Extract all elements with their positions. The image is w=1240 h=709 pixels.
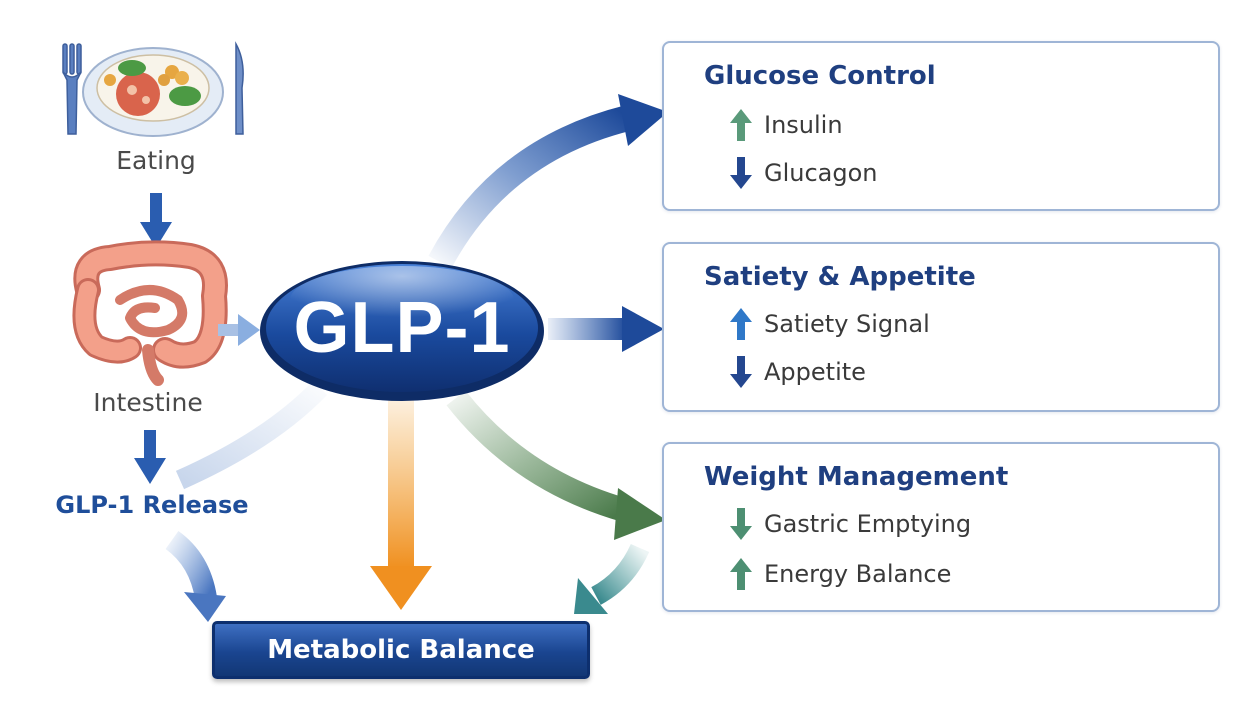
glp1-hub bbox=[260, 261, 544, 401]
intestine-label: Intestine bbox=[93, 388, 203, 417]
fork-icon bbox=[62, 43, 82, 135]
effect-label: Glucagon bbox=[764, 159, 878, 187]
up-arrow-icon bbox=[730, 308, 752, 340]
panel-title: Glucose Control bbox=[704, 61, 936, 91]
glp1-to-glucose-arrow bbox=[428, 94, 668, 269]
metabolic-balance-box: Metabolic Balance bbox=[212, 621, 590, 679]
down-arrow-icon bbox=[730, 157, 752, 189]
eating-to-intestine-arrow bbox=[140, 193, 172, 248]
weight-management-panel: Weight Management Gastric Emptying Energ… bbox=[662, 442, 1220, 612]
up-arrow-icon bbox=[730, 558, 752, 590]
eating-label: Eating bbox=[116, 146, 196, 175]
effect-label: Appetite bbox=[764, 358, 866, 386]
glp1-release-label: GLP-1 Release bbox=[55, 491, 249, 519]
effect-row: Glucagon bbox=[730, 157, 878, 189]
glucose-control-panel: Glucose Control Insulin Glucagon bbox=[662, 41, 1220, 211]
plate-meal-icon bbox=[62, 41, 244, 137]
intestine-icon bbox=[72, 240, 228, 386]
glp1-to-weight-arrow bbox=[446, 390, 666, 540]
effect-row: Satiety Signal bbox=[730, 308, 930, 340]
weight-to-balance-arrow bbox=[574, 543, 650, 614]
effect-label: Energy Balance bbox=[764, 560, 952, 588]
effect-row: Insulin bbox=[730, 109, 843, 141]
glp1-to-balance-arrow bbox=[370, 398, 432, 610]
intestine-to-release-arrow bbox=[134, 430, 166, 484]
intestine-to-glp1-arrow bbox=[218, 314, 260, 346]
effect-label: Insulin bbox=[764, 111, 843, 139]
effect-label: Satiety Signal bbox=[764, 310, 930, 338]
glp1-hub-label: GLP-1 bbox=[293, 288, 511, 368]
glp1-to-satiety-arrow bbox=[548, 306, 664, 352]
panel-title: Satiety & Appetite bbox=[704, 262, 976, 292]
down-arrow-icon bbox=[730, 356, 752, 388]
panel-title: Weight Management bbox=[704, 462, 1009, 492]
glp1-to-release-connector bbox=[175, 381, 328, 490]
knife-icon bbox=[235, 41, 244, 135]
up-arrow-icon bbox=[730, 109, 752, 141]
satiety-appetite-panel: Satiety & Appetite Satiety Signal Appeti… bbox=[662, 242, 1220, 412]
release-to-balance-arrow bbox=[165, 531, 226, 622]
effect-label: Gastric Emptying bbox=[764, 510, 972, 538]
effect-row: Energy Balance bbox=[730, 558, 951, 590]
effect-row: Appetite bbox=[730, 356, 866, 388]
effect-row: Gastric Emptying bbox=[730, 508, 971, 540]
down-arrow-icon bbox=[730, 508, 752, 540]
